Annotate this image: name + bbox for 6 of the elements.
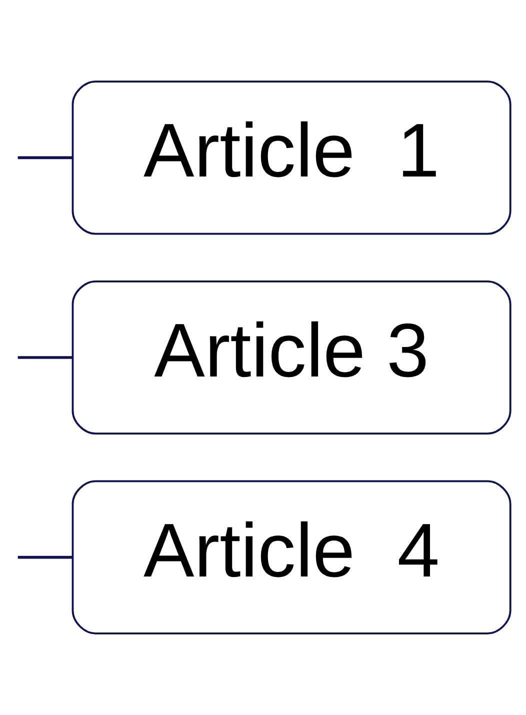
connector <box>18 356 72 359</box>
node-box: Article 1 <box>72 80 512 235</box>
connector <box>18 156 72 160</box>
node-box: Article 3 <box>72 280 512 435</box>
node-box: Article 4 <box>72 480 512 634</box>
connector <box>18 556 72 559</box>
